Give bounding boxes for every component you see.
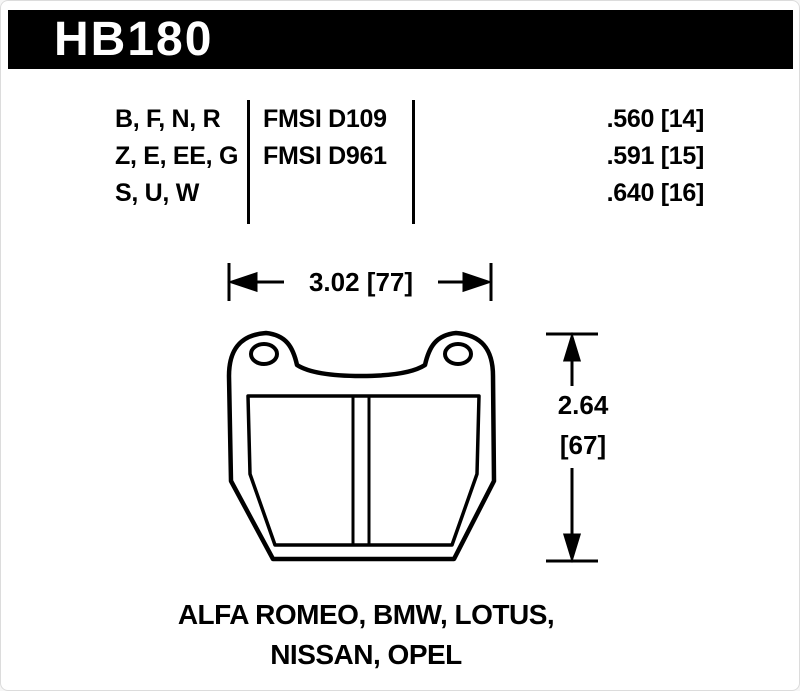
brake-pad-shape [226, 330, 497, 562]
fmsi-code: FMSI D109 [263, 105, 387, 133]
height-dimension-inches-label: 2.64 [557, 390, 609, 420]
height-dim-bottom-arrowhead [562, 533, 582, 564]
width-dim-left-arrowhead [227, 271, 258, 293]
applications-line: ALFA ROMEO, BMW, LOTUS, [177, 599, 555, 630]
compound-codes-row: B, F, N, R [115, 105, 221, 133]
pad-left-hole [249, 342, 279, 366]
pad-right-hole [443, 342, 473, 366]
width-dim-right-arrowhead [462, 271, 493, 293]
applications-line: NISSAN, OPEL [270, 639, 462, 670]
compound-codes-column: B, F, N, R Z, E, EE, G S, U, W [115, 101, 238, 212]
compound-codes-row: S, U, W [115, 179, 200, 207]
fmsi-column: FMSI D109 FMSI D961 [263, 101, 387, 175]
height-dimension-lines [546, 331, 598, 564]
width-dimension-label: 3.02 [77] [308, 267, 414, 297]
part-number: HB180 [54, 12, 214, 66]
compound-codes-row: Z, E, EE, G [115, 142, 239, 170]
thickness-column: .560 [14] .591 [15] .640 [16] [539, 101, 705, 212]
applications-list: ALFA ROMEO, BMW, LOTUS, NISSAN, OPEL [66, 595, 666, 675]
header-bar: HB180 [8, 10, 793, 69]
pad-friction-outline [246, 394, 481, 547]
height-dimension-mm-label: [67] [559, 430, 607, 460]
pad-backing-plate-outline [226, 330, 497, 562]
thickness-value: .560 [14] [606, 105, 705, 133]
table-divider-left [247, 100, 250, 224]
pad-center-slot [351, 394, 371, 547]
table-divider-right [412, 100, 415, 224]
height-dim-top-arrowhead [562, 331, 582, 362]
width-dimension-lines [227, 263, 493, 301]
pad-drawing [226, 263, 598, 564]
fmsi-code: FMSI D961 [263, 142, 387, 170]
thickness-value: .640 [16] [606, 179, 705, 207]
thickness-value: .591 [15] [606, 142, 705, 170]
